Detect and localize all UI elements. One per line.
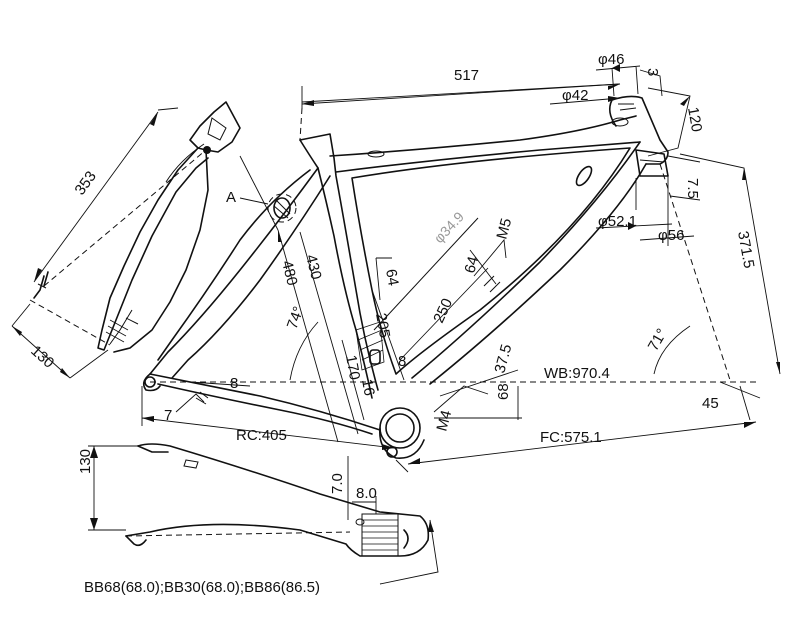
dim-170-label: 170 [342, 354, 363, 382]
down-tube [411, 141, 641, 379]
head-tube-lower-offset-label: 7.5 [684, 178, 701, 199]
head-tube-bottom-dia2-label: φ56 [658, 227, 684, 244]
seat-tube-480-label: 480 [278, 259, 301, 287]
seatstay-353-label: 353 [71, 168, 99, 198]
m4-label: M4 [433, 409, 455, 434]
chainstay-7-0-label: 7.0 [329, 473, 346, 494]
front-center-label: FC:575.1 [540, 429, 602, 446]
dim-7-label: 7 [164, 407, 172, 424]
m5-label: M5 [493, 217, 515, 242]
dim-205-label: 205 [372, 312, 393, 340]
head-tube-top-offset-label: 3 [644, 68, 661, 76]
dim-250-label: 250 [430, 296, 456, 326]
stack-label: 371.5 [734, 230, 757, 270]
seatpost-dia-label: φ34.9 [430, 208, 467, 246]
dim-68-label: 68 [495, 383, 512, 400]
seat-tube-430-label: 430 [302, 253, 325, 281]
head-tube-top-dia-label: φ46 [598, 51, 624, 68]
seat-tube-64-label: 64 [382, 268, 402, 287]
seatstay-detail: 353 130 [11, 101, 241, 379]
main-frame: A [142, 95, 669, 459]
head-tube-bottom-dia1-label: φ52.1 [598, 213, 637, 230]
chain-stay [149, 373, 381, 431]
bb-drop-label: 45 [702, 395, 719, 412]
dim-16-label: 16 [358, 378, 378, 397]
dim-8-stay-label: 8 [230, 375, 238, 392]
head-tube-length-label: 120 [684, 106, 705, 134]
seatstay-130-label: 130 [27, 342, 57, 371]
wheelbase-label: WB:970.4 [544, 365, 610, 382]
seat-stay [149, 167, 319, 375]
top-tube [329, 115, 637, 157]
dim-37-5-label: 37.5 [491, 342, 515, 375]
head-angle-label: 71° [645, 326, 671, 354]
detail-a-label: A [226, 189, 236, 206]
chainstay-label: RC:405 [236, 427, 287, 444]
seat-angle-label: 74° [284, 304, 308, 331]
main-dimensions: 517 φ46 3 φ42 120 7.5 φ52.1 φ56 [141, 51, 781, 473]
dim-8-seat-label: 8 [398, 353, 406, 370]
chainstay-detail: 130 7.0 8.0 [77, 443, 439, 585]
top-tube-length-label: 517 [454, 67, 479, 84]
head-tube-inner-dia-label: φ42 [562, 87, 588, 104]
bb-standards-label: BB68(68.0);BB30(68.0);BB86(86.5) [84, 579, 320, 596]
chainstay-8-0-label: 8.0 [356, 485, 377, 502]
seat-tube [299, 133, 379, 391]
chainstay-130-label: 130 [77, 449, 94, 474]
down-tube-64-label: 64 [461, 255, 482, 276]
